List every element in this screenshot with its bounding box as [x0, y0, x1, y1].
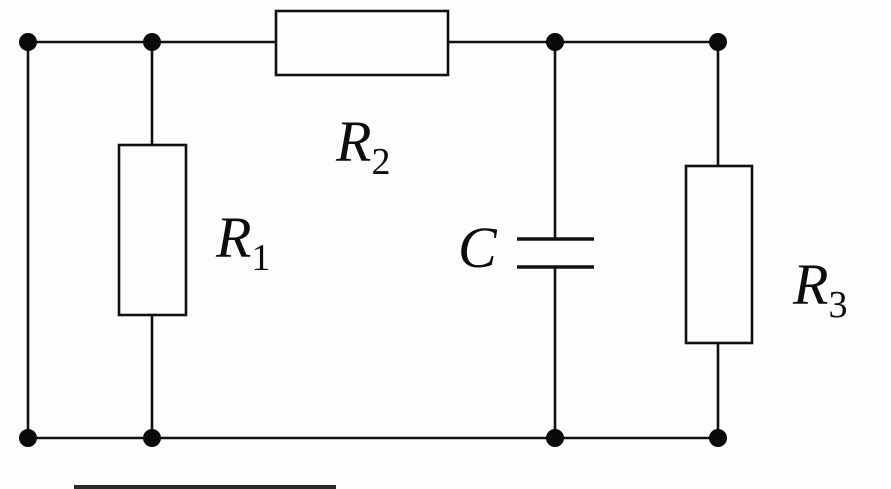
label-r2-subscript: 2	[371, 141, 390, 183]
label-r1-base: R	[215, 205, 251, 270]
resistor-r2-symbol-icon	[274, 9, 450, 77]
node-bottom-right	[709, 429, 727, 447]
node-top-left	[19, 33, 37, 51]
label-r3-base: R	[792, 252, 828, 317]
label-r1: R1	[215, 205, 270, 279]
label-r1-subscript: 1	[251, 237, 270, 279]
label-r2-base: R	[335, 109, 371, 174]
label-r3: R3	[792, 252, 847, 326]
node-bottom-r1	[143, 429, 161, 447]
label-r2: R2	[335, 109, 390, 183]
node-top-r1	[143, 33, 161, 51]
node-bottom-left	[19, 429, 37, 447]
resistor-r1-symbol-icon	[117, 143, 188, 317]
resistor-r3-symbol-icon	[684, 164, 754, 345]
node-bottom-capacitor	[546, 429, 564, 447]
node-top-right	[709, 33, 727, 51]
scan-edge-artifact	[74, 485, 336, 489]
label-c-base: C	[458, 215, 498, 280]
node-top-capacitor	[546, 33, 564, 51]
label-c: C	[458, 215, 498, 280]
label-r3-subscript: 3	[828, 284, 847, 326]
